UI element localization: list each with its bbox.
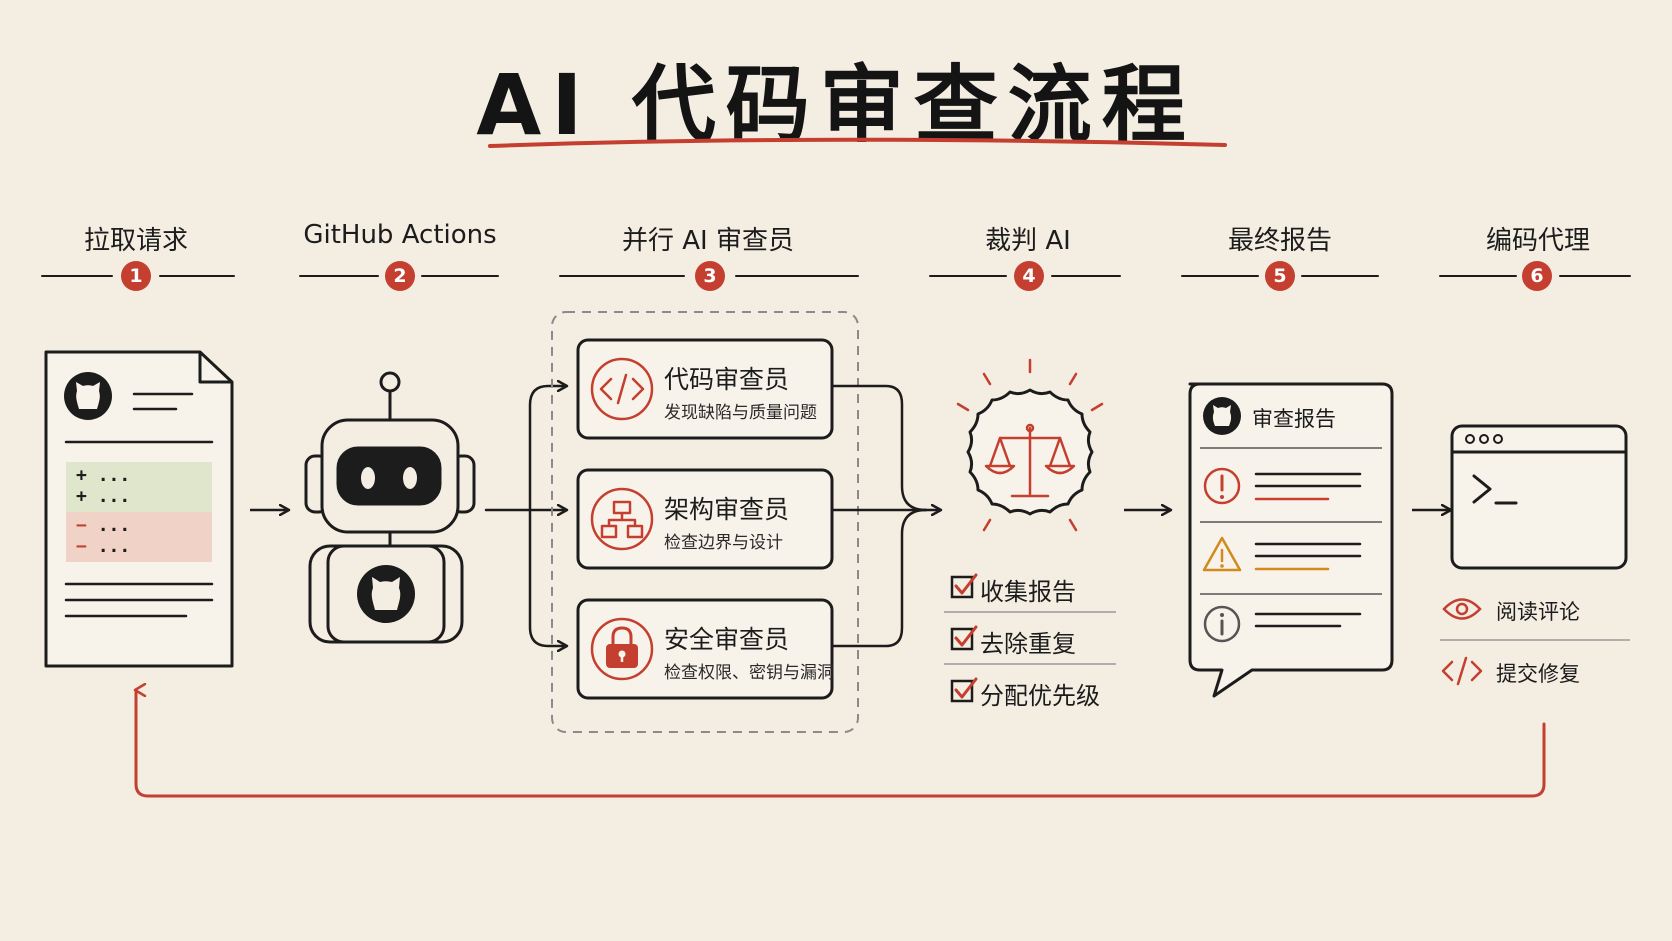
step-number-1: 1: [121, 261, 151, 291]
github-logo-icon: [357, 565, 415, 623]
judge-item-dedupe: 去除重复: [980, 630, 1076, 658]
judge-item-collect: 收集报告: [980, 578, 1076, 606]
code-icon: [1441, 656, 1483, 686]
step-label-final-report: 最终报告: [1227, 226, 1332, 256]
warning-icon: [1202, 536, 1242, 572]
step-number-2: 2: [385, 261, 415, 291]
reviewer-group-frame: [551, 311, 859, 733]
diff-added-region: [66, 462, 212, 512]
error-icon: [1203, 467, 1241, 505]
fanout-arrows: [484, 386, 566, 646]
merge-arrows: [830, 384, 940, 648]
reviewer-subtitle-security: 检查权限、密钥与漏洞: [664, 663, 834, 683]
judge-badge: [956, 358, 1104, 532]
agent-action-read-comments: 阅读评论: [1496, 600, 1580, 624]
reviewer-subtitle-code: 发现缺陷与质量问题: [664, 403, 817, 423]
judge-item-prioritize: 分配优先级: [980, 682, 1100, 710]
judge-checklist-marks: [944, 573, 1116, 703]
diff-line: − ...: [76, 515, 131, 536]
step-label-parallel-reviewers: 并行 AI 审查员: [622, 226, 794, 256]
step-label-coding-agent: 编码代理: [1485, 226, 1590, 256]
step-number-6: 6: [1522, 261, 1552, 291]
reviewer-title-architecture: 架构审查员: [664, 495, 790, 524]
scales-icon: [984, 423, 1076, 498]
reviewer-cards: [576, 338, 834, 700]
diff-removed-region: [66, 512, 212, 562]
reviewer-title-security: 安全审查员: [664, 625, 790, 654]
title-underline: [488, 137, 1227, 148]
agent-action-submit-fix: 提交修复: [1496, 662, 1580, 686]
page-title: AI 代码审查流程: [476, 56, 1196, 154]
report-bubble: [1188, 382, 1394, 698]
reviewer-title-code: 代码审查员: [664, 365, 790, 394]
code-icon: [599, 373, 645, 405]
step-label-judge: 裁判 AI: [985, 226, 1071, 256]
step-number-4: 4: [1014, 261, 1044, 291]
pull-request-document: [44, 350, 234, 668]
architecture-icon: [600, 500, 644, 539]
step-label-github-actions: GitHub Actions: [303, 220, 497, 250]
robot-icon: [304, 371, 476, 644]
diff-line: + ...: [76, 486, 131, 507]
github-logo-icon: [64, 372, 112, 420]
step-number-3: 3: [695, 261, 725, 291]
diff-line: + ...: [76, 465, 131, 486]
reviewer-subtitle-architecture: 检查边界与设计: [664, 533, 783, 553]
step-label-pull-request: 拉取请求: [83, 226, 188, 256]
terminal-prompt-icon: [1472, 474, 1518, 505]
diff-line: − ...: [76, 536, 131, 557]
terminal-window: [1450, 424, 1628, 570]
lock-icon: [606, 626, 638, 668]
feedback-loop-arrow: [136, 690, 1546, 798]
report-title: 审查报告: [1252, 407, 1336, 431]
github-logo-icon: [1203, 397, 1241, 435]
step-number-5: 5: [1265, 261, 1295, 291]
eye-icon: [1442, 598, 1482, 620]
reviewer-icon-circles: [590, 357, 654, 681]
info-icon: [1203, 605, 1241, 643]
